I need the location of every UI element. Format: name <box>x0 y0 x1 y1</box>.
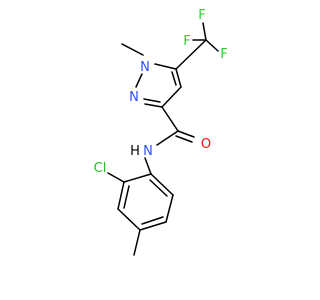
bond-ar-c5-c6 <box>165 194 174 223</box>
structure-canvas: F F F N N N H O Cl <box>93 8 228 256</box>
bond-n-aryl <box>144 157 152 175</box>
bond-n1-n2 <box>135 73 143 88</box>
bond-c-f-right <box>205 39 219 52</box>
bond-ar-c2-c3-inner <box>123 185 130 209</box>
atom-labels: F F F N N N H O Cl <box>94 8 228 176</box>
bond-carbonyl-n <box>156 130 179 146</box>
bond-c3-carbonyl <box>161 106 179 132</box>
bond-ar-c6-c1-inner <box>149 179 168 197</box>
bond-ar-c4-c5 <box>139 221 167 231</box>
chlorine-label: Cl <box>94 161 107 176</box>
bond-cf3-c5 <box>175 39 207 70</box>
molecule-structure: F F F N N N H O Cl <box>94 8 228 256</box>
nitrogen-n2-label: N <box>129 90 139 105</box>
bond-n2-c3-double <box>143 98 161 103</box>
bond-ar-cl <box>107 172 125 183</box>
amide-hydrogen-label: H <box>130 144 140 159</box>
nitrogen-n1-label: N <box>140 60 150 75</box>
fluorine-top-label: F <box>198 8 205 23</box>
bond-ar-c1-c2 <box>123 173 152 183</box>
bond-c5-n1 <box>154 63 177 70</box>
bond-c3-c4 <box>161 86 182 108</box>
bond-n1-methyl <box>121 43 144 56</box>
bond-ar-c3-c4 <box>117 208 141 231</box>
bond-carbonyl-o-double <box>175 135 193 143</box>
bond-c-f-top <box>202 22 207 41</box>
bond-ar-c6-c1 <box>150 173 174 196</box>
bond-ar-c2-c3 <box>117 181 125 210</box>
bond-n2-c3 <box>144 103 163 108</box>
bond-carbonyl-o <box>177 130 195 138</box>
bonds <box>107 22 219 256</box>
bond-ar-methyl <box>133 229 141 256</box>
bond-c4-c5 <box>175 68 182 88</box>
oxygen-label: O <box>201 137 211 152</box>
fluorine-right-label: F <box>220 47 227 62</box>
amide-nitrogen-label: N <box>143 144 153 159</box>
bond-ar-c4-c5-inner <box>141 216 164 225</box>
fluorine-left-label: F <box>183 34 190 49</box>
bond-c4-c5-double <box>171 71 177 86</box>
